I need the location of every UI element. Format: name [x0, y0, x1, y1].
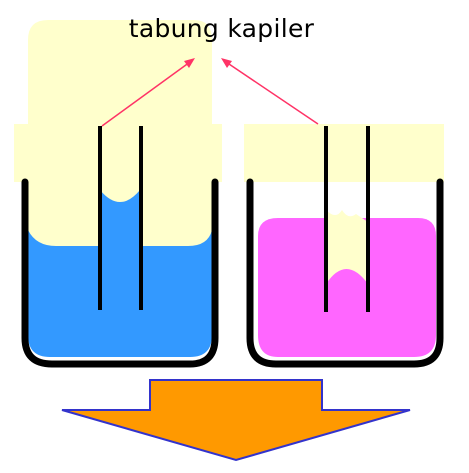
- pointer-arrows: [101, 58, 319, 127]
- right-capillary-mercury: [326, 269, 368, 312]
- pointer-arrow-left: [101, 61, 191, 127]
- left-beaker: [14, 20, 222, 368]
- caption-label: tabung kapiler: [128, 14, 315, 43]
- pointer-arrow-right: [225, 61, 319, 125]
- pointer-arrowhead-left: [184, 58, 195, 68]
- down-arrow: [61, 379, 411, 462]
- right-beaker-rim: [244, 124, 444, 182]
- right-beaker: [244, 124, 444, 368]
- pointer-arrowhead-right: [221, 58, 232, 68]
- left-beaker-outline: [21, 178, 219, 368]
- right-beaker-outline: [246, 178, 444, 368]
- left-beaker-rim: [14, 124, 222, 182]
- left-capillary-water: [100, 190, 140, 310]
